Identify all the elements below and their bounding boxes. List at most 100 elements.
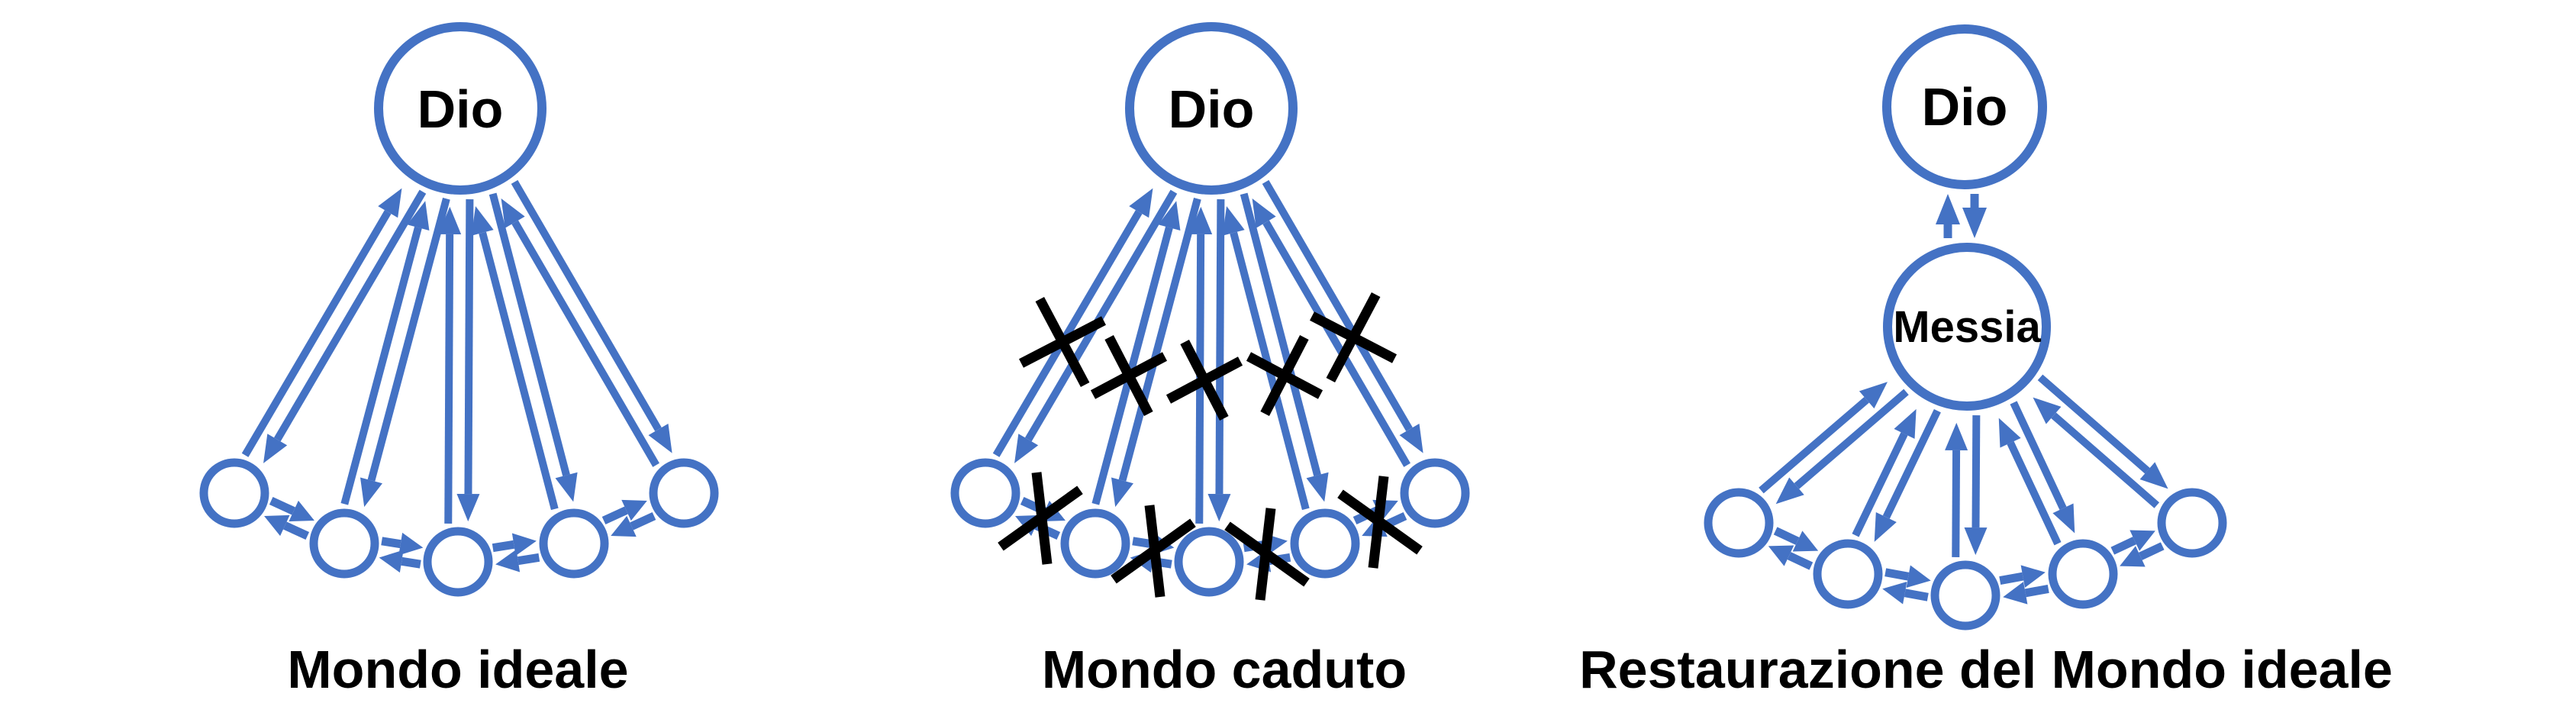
god-circle [374, 22, 546, 195]
arrow-person-forward-shaft [381, 537, 401, 549]
arrow-person-to-god [438, 206, 462, 524]
arrow-person-back [379, 550, 421, 573]
arrow-god-to-person-head [1964, 527, 1988, 556]
god-label: Dio [1169, 79, 1255, 139]
x-mark [1337, 476, 1423, 569]
x-mark-stroke [1019, 316, 1106, 368]
arrow-god-to-person-shaft [367, 198, 450, 482]
severed-connection-x-marks [998, 292, 1423, 601]
person-circle [423, 527, 493, 597]
arrow-person-back-shaft [517, 553, 540, 566]
arrow-person-forward-head [621, 499, 647, 521]
panel-mondo-caduto: Dio Mondo caduto [950, 22, 1470, 699]
arrow-person-back [1768, 545, 1814, 570]
x-mark [1111, 505, 1196, 598]
arrow-person-forward-head [2020, 565, 2046, 588]
arrow-person-forward-head [511, 533, 537, 556]
arrow-person-to-god [2033, 397, 2160, 508]
arrow-person-to-god [1252, 198, 1411, 467]
arrow-person-to-god-head [1252, 198, 1276, 228]
mediator-circle [1883, 243, 2051, 411]
arrow-person-forward-shaft [1884, 568, 1910, 581]
x-mark-stroke [998, 485, 1083, 551]
arrow-person-to-god-head [407, 201, 430, 231]
arrow-person-to-god-shaft [1262, 220, 1411, 467]
arrow-person-forward-head [2129, 530, 2155, 551]
arrow-messia-to-dio [1936, 194, 1960, 238]
panel-1-person-circles [199, 458, 719, 597]
panel-2-person-circles [950, 458, 1470, 597]
arrow-person-forward-shaft [2110, 537, 2137, 555]
arrow-god-to-person [1775, 389, 1909, 505]
person-circle [649, 458, 719, 528]
arrow-person-to-god-head [1189, 206, 1213, 235]
arrow-god-to-person [1014, 189, 1178, 463]
arrow-dio-to-messia-head [1962, 208, 1987, 238]
arrow-god-to-person-shaft [2010, 401, 2067, 511]
arrow-person-to-god-shaft [1952, 450, 1961, 557]
arrow-person-to-god [1091, 201, 1181, 505]
arrow-person-to-god-head [1998, 418, 2021, 448]
arrow-god-to-person-head [456, 493, 480, 522]
x-mark [1019, 296, 1106, 388]
arrow-person-back [495, 549, 540, 572]
arrow-person-back-shaft [2138, 542, 2165, 560]
x-mark-stroke [1165, 356, 1243, 404]
arrow-person-forward [381, 532, 424, 556]
god-label: Dio [418, 79, 504, 139]
arrow-god-to-person-head [1014, 434, 1039, 463]
arrow-person-back-shaft [1787, 552, 1814, 570]
arrow-person-back-head [2003, 582, 2028, 605]
person-circle [1174, 527, 1244, 597]
arrow-person-forward-head [289, 500, 314, 522]
arrow-person-to-god-shaft [340, 226, 422, 505]
arrow-god-to-person-head [359, 477, 382, 508]
arrow-person-to-god-shaft [2051, 412, 2160, 508]
arrow-dio-to-messia [1962, 194, 1987, 238]
arrow-person-back [2120, 542, 2165, 567]
arrow-person-back-head [1882, 582, 1907, 605]
arrow-person-back-head [379, 550, 404, 573]
person-circle [309, 508, 379, 579]
arrow-person-to-god-head [1129, 188, 1153, 218]
arrow-god-to-person-head [648, 423, 672, 453]
arrow-person-forward [1773, 527, 1819, 552]
arrow-person-to-god-head [438, 206, 462, 235]
arrow-god-to-person-shaft [1215, 199, 1225, 495]
god-circle [1882, 24, 2047, 189]
person-circle [1400, 458, 1470, 528]
x-mark-stroke [1090, 352, 1168, 399]
arrow-person-forward-shaft [492, 540, 515, 553]
x-mark [1310, 292, 1397, 383]
person-circle [1060, 508, 1130, 579]
arrow-god-to-person-shaft [464, 199, 474, 495]
arrow-person-back [264, 514, 310, 540]
arrow-person-back-head [495, 549, 521, 572]
x-mark [1224, 508, 1310, 601]
x-mark [998, 472, 1083, 565]
arrow-god-to-person-shaft [1794, 389, 1909, 489]
arrow-person-to-god-shaft [241, 210, 392, 457]
arrow-god-to-person-head [2139, 462, 2168, 489]
arrow-god-to-person-shaft [1971, 415, 1981, 528]
arrow-person-back-head [2120, 546, 2146, 567]
arrow-god-to-person-head [1775, 477, 1804, 505]
arrow-messia-to-dio-head [1936, 194, 1960, 224]
arrow-person-to-god [1998, 418, 2062, 546]
arrow-person-forward [269, 496, 314, 522]
x-mark [1090, 335, 1168, 416]
x-mark-stroke [1111, 518, 1196, 584]
arrow-god-to-person-head [263, 434, 288, 463]
arrow-god-to-person-head [1306, 472, 1329, 502]
arrow-person-to-god-head [2033, 397, 2062, 424]
arrow-god-to-person-shaft [1240, 192, 1321, 476]
arrow-person-back [611, 511, 656, 537]
arrow-person-to-god-head [1945, 422, 1968, 451]
arrow-person-to-god-shaft [479, 231, 559, 511]
person-circle [199, 458, 269, 528]
person-circle [1704, 488, 1774, 558]
arrow-person-to-god [992, 188, 1153, 457]
arrow-person-forward-head [1906, 565, 1931, 588]
arrow-person-to-god [1852, 408, 1917, 537]
arrow-person-to-god [340, 201, 430, 505]
